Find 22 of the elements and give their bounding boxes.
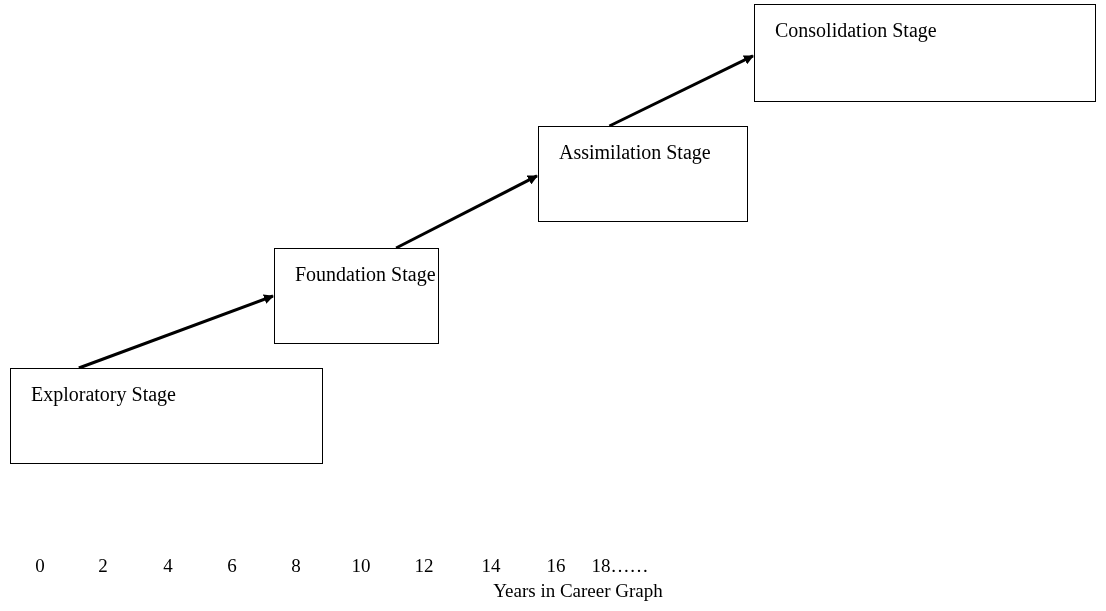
axis-tick-label: 18…… [591, 555, 649, 577]
stage-label: Foundation Stage [295, 263, 436, 286]
axis-tick-label: 6 [227, 555, 237, 577]
arrow [395, 174, 538, 250]
stage-box [538, 126, 748, 222]
axis-title: Years in Career Graph [493, 580, 663, 602]
arrow [608, 54, 754, 128]
stage-box [754, 4, 1096, 102]
stage-label: Consolidation Stage [775, 19, 937, 42]
axis-tick-label: 10 [351, 555, 371, 577]
stage-label: Exploratory Stage [31, 383, 176, 406]
axis-tick-label: 4 [163, 555, 173, 577]
axis-tick-label: 2 [98, 555, 108, 577]
axis-tick-label: 0 [35, 555, 45, 577]
axis-tick-label: 12 [414, 555, 434, 577]
axis-tick-label: 16 [546, 555, 566, 577]
stage-box [274, 248, 439, 344]
axis-tick-label: 8 [291, 555, 301, 577]
stage-label: Assimilation Stage [559, 141, 711, 164]
stage-box [10, 368, 323, 464]
arrow [78, 294, 274, 370]
axis-tick-label: 14 [481, 555, 501, 577]
